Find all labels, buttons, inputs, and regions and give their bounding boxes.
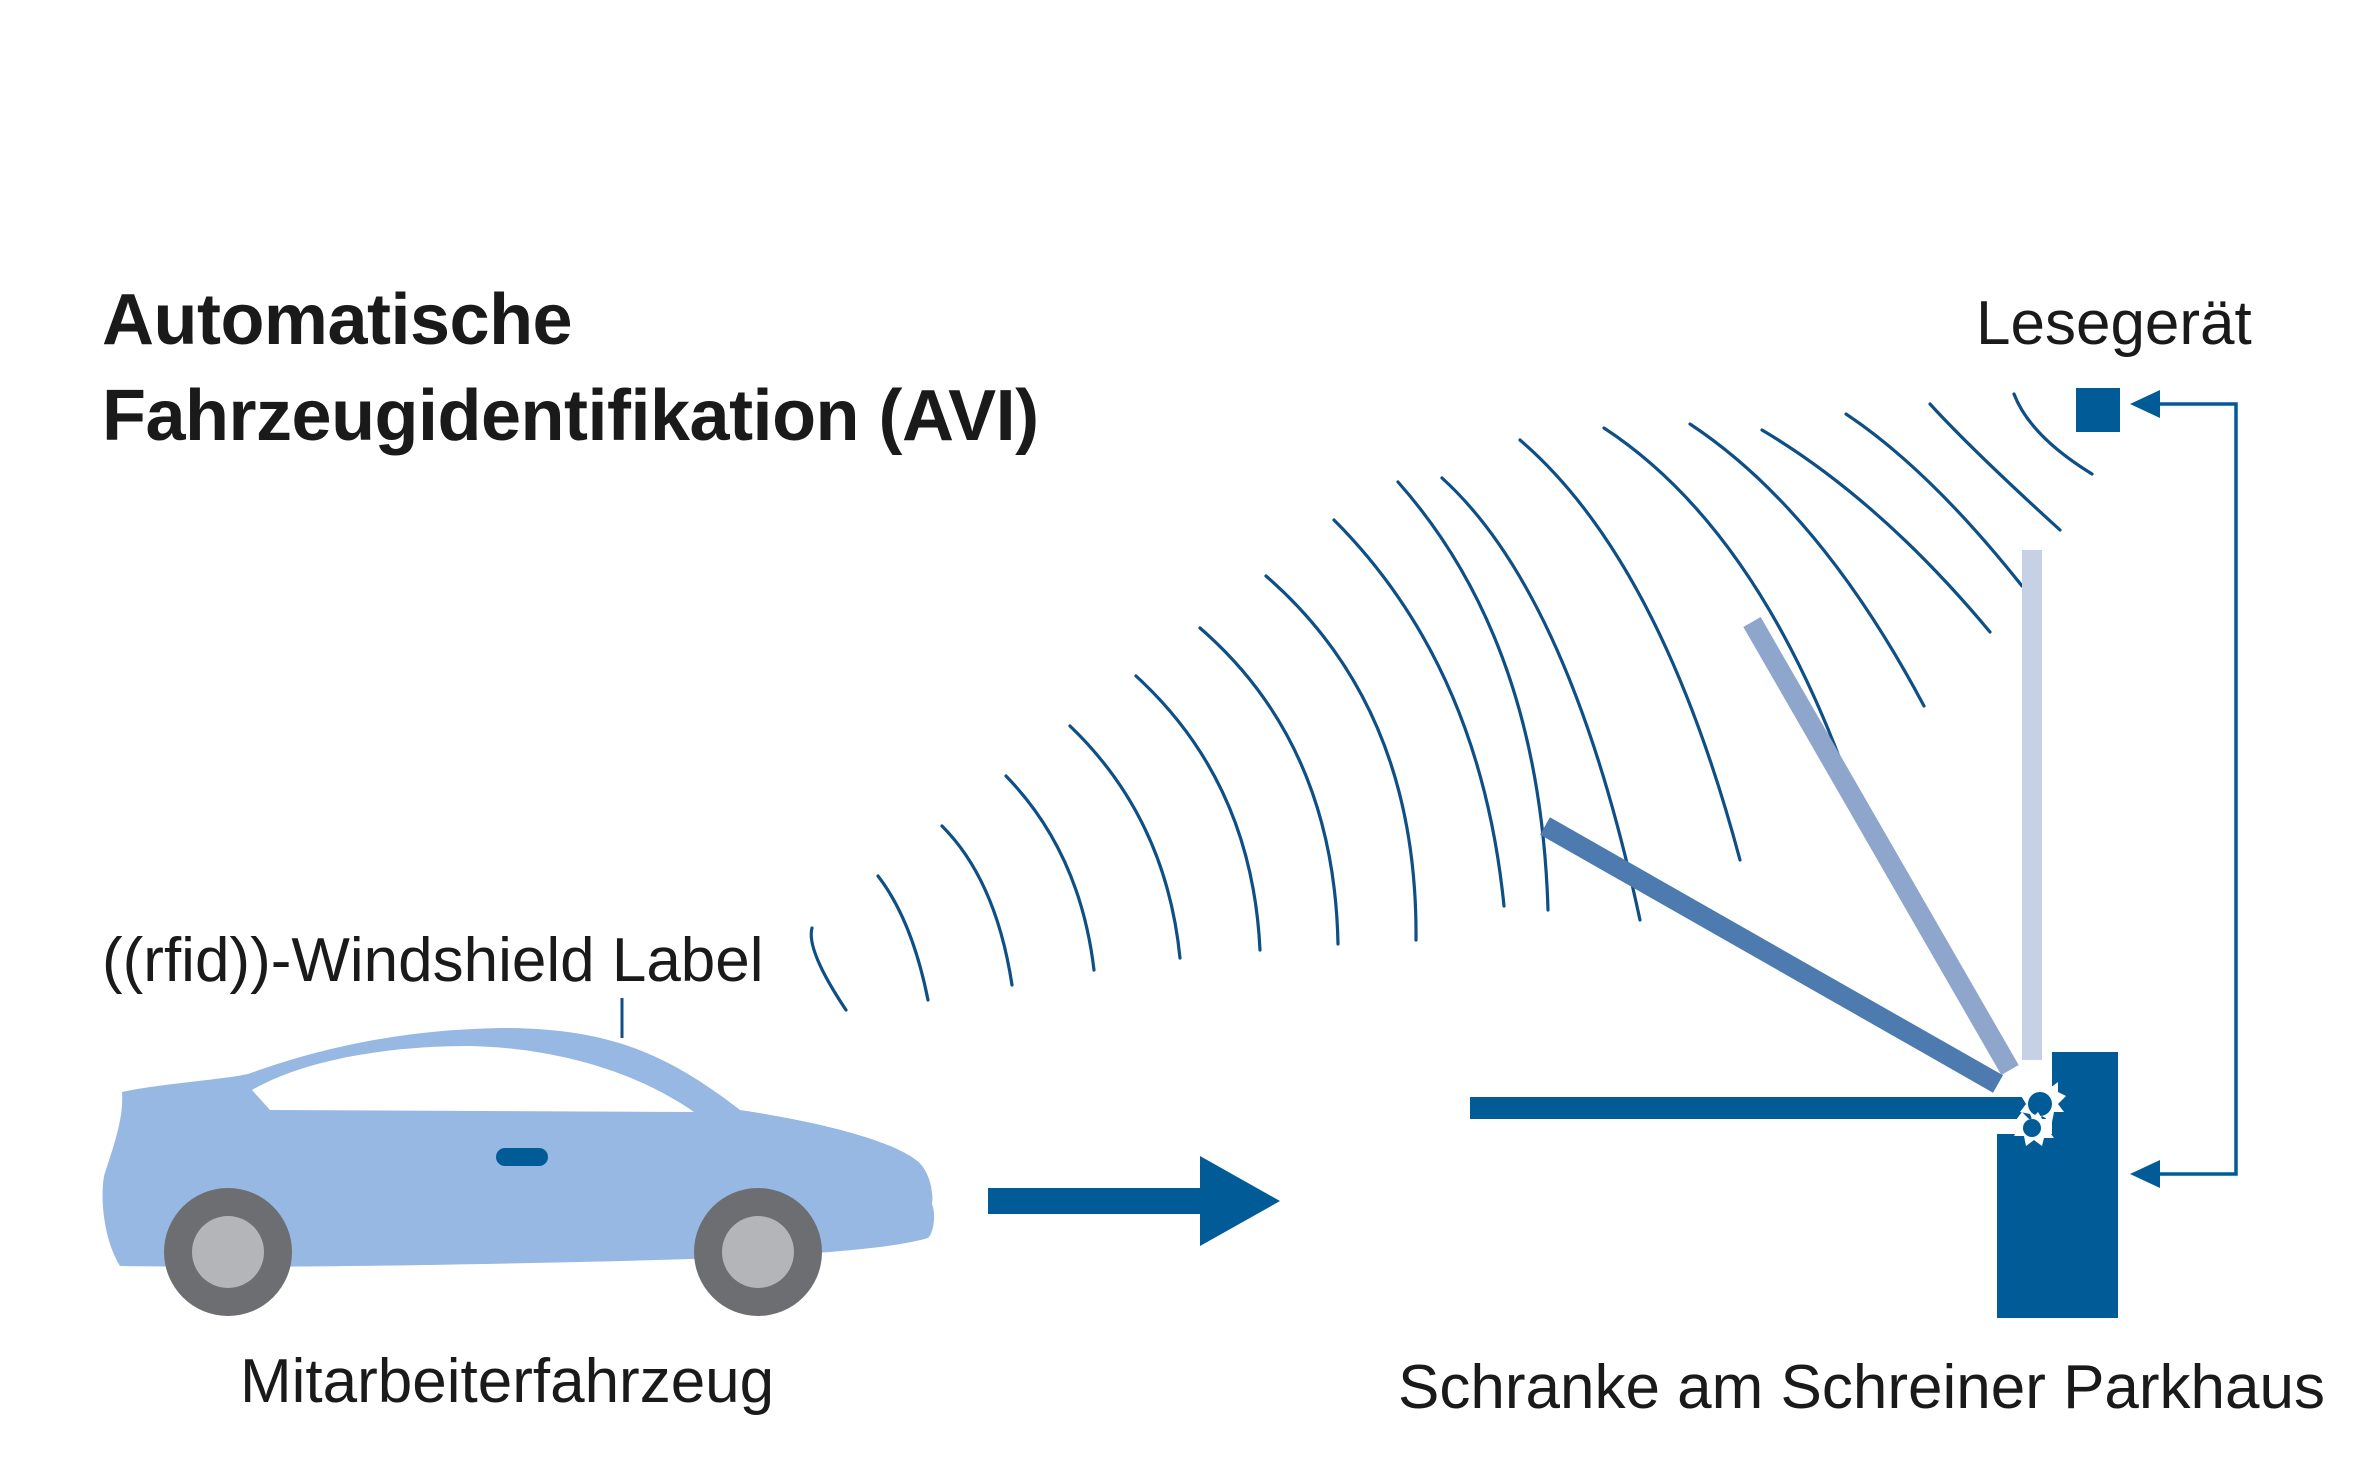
wave-arc [1068, 724, 1182, 960]
feedback-arrowhead-top [2130, 390, 2160, 418]
title-line-2: Fahrzeugidentifikation (AVI) [102, 376, 1039, 456]
wave-arc [876, 874, 930, 1002]
wave-arc [1264, 574, 1418, 942]
wave-arc [1198, 626, 1340, 946]
windshield-tag-label: ((rfid))-Windshield Label [102, 926, 764, 995]
wave-arc [940, 824, 1014, 987]
radio-wave-icon [809, 392, 2094, 1012]
wave-arc [1760, 428, 1992, 634]
wave-arc [1844, 412, 2024, 588]
vehicle-label: Mitarbeiterfahrzeug [240, 1347, 775, 1416]
wave-arc [1688, 422, 1926, 708]
feedback-arrow-icon [2158, 402, 2238, 1176]
barrier-icon [1997, 1052, 2118, 1318]
reader-icon [2076, 388, 2120, 432]
wave-arc [1602, 426, 1854, 794]
wave-arc [1134, 674, 1262, 952]
barrier-label: Schranke am Schreiner Parkhaus [1398, 1353, 2326, 1422]
wave-arc [1332, 518, 1506, 908]
barrier-arm-light [1743, 617, 2019, 1075]
wave-arc [1518, 438, 1742, 862]
wave-arc [1396, 480, 1550, 912]
car-icon [102, 1028, 935, 1316]
title-line-1: Automatische [102, 280, 573, 360]
wave-arc [1928, 402, 2062, 532]
barrier-arm-mid [1540, 817, 2003, 1093]
reader-label: Lesegerät [1976, 289, 2252, 358]
wave-arc [1004, 774, 1096, 972]
direction-arrow-icon [988, 1156, 1280, 1246]
page-title: Automatische Fahrzeugidentifikation (AVI… [102, 272, 1039, 464]
wave-arc [809, 926, 848, 1012]
feedback-arrowhead-bottom [2130, 1160, 2160, 1188]
wave-arc [2012, 392, 2094, 476]
wave-arc [1440, 476, 1642, 922]
